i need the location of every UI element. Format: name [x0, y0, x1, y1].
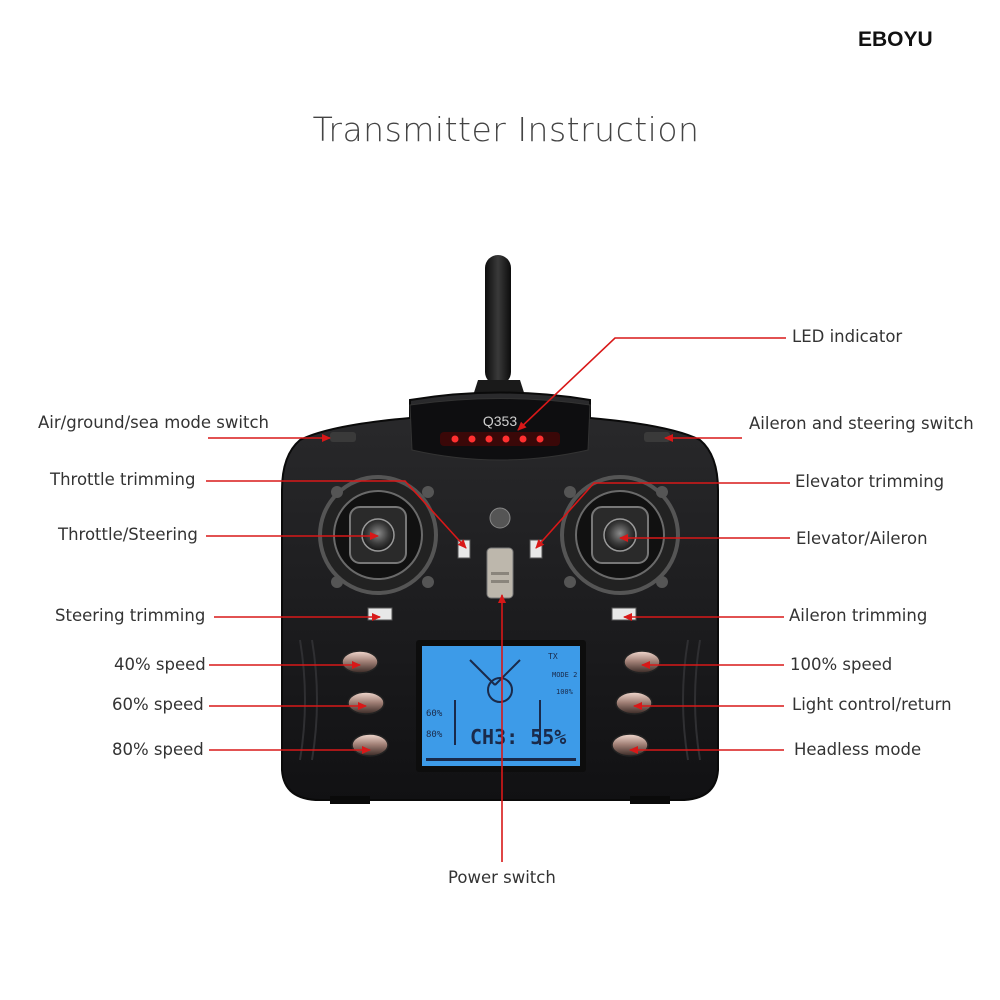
- antenna: [470, 255, 528, 405]
- lcd-speed-bottom: 80%: [426, 730, 443, 740]
- lcd-rate: 100%: [556, 688, 574, 696]
- label-elevator-trimming: Elevator trimming: [795, 472, 945, 491]
- speed-60-button: [347, 691, 385, 715]
- speed-100-button: [623, 650, 661, 674]
- label-headless-mode: Headless mode: [794, 740, 922, 759]
- label-light-control: Light control/return: [792, 695, 952, 714]
- label-led-indicator: LED indicator: [792, 327, 903, 346]
- speed-40-button: [341, 650, 379, 674]
- lcd-screen: 60% 80% TX MODE 2 100% CH3: 55%: [416, 640, 586, 772]
- label-speed-40: 40% speed: [114, 655, 206, 674]
- brand-logo: EBOYU: [858, 28, 933, 51]
- lcd-tx: TX: [548, 652, 558, 661]
- model-label: Q353: [483, 413, 517, 429]
- label-power-switch: Power switch: [448, 868, 556, 887]
- label-speed-100: 100% speed: [790, 655, 893, 674]
- right-stick[interactable]: [560, 475, 680, 595]
- led-bar: [440, 432, 560, 446]
- lcd-mode: MODE 2: [552, 671, 577, 679]
- label-aileron-steering-switch: Aileron and steering switch: [749, 414, 974, 433]
- label-speed-80: 80% speed: [112, 740, 204, 759]
- label-speed-60: 60% speed: [112, 695, 204, 714]
- light-control-button: [615, 691, 653, 715]
- lcd-speed-top: 60%: [426, 709, 443, 719]
- throttle-trim-switch[interactable]: [457, 539, 471, 559]
- steering-trim-switch[interactable]: [367, 607, 393, 621]
- callout-arrows: [206, 337, 790, 862]
- label-steering-trimming: Steering trimming: [55, 606, 206, 625]
- speed-80-button: [351, 733, 389, 757]
- center-controls: [486, 507, 514, 599]
- page-title: Transmitter Instruction: [312, 110, 700, 149]
- label-throttle-trimming: Throttle trimming: [50, 470, 196, 489]
- aileron-trim-switch[interactable]: [611, 607, 637, 621]
- label-aileron-trimming: Aileron trimming: [789, 606, 928, 625]
- left-stick[interactable]: [318, 475, 438, 595]
- label-throttle-steering: Throttle/Steering: [58, 525, 198, 544]
- label-elevator-aileron: Elevator/Aileron: [796, 529, 928, 548]
- headless-mode-button: [611, 733, 649, 757]
- lcd-channel-readout: CH3: 55%: [470, 725, 566, 749]
- label-air-ground-sea-switch: Air/ground/sea mode switch: [38, 413, 269, 432]
